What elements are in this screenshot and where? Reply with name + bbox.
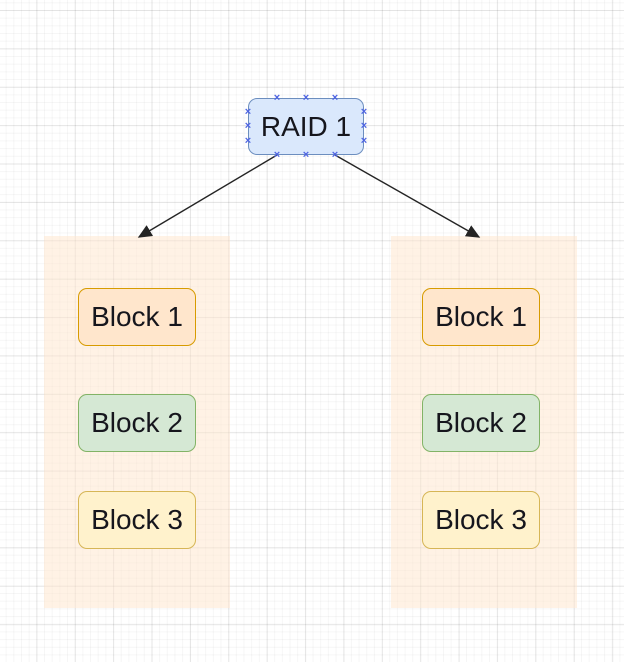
connection-point-icon[interactable]: ×: [273, 92, 281, 104]
connection-point-icon[interactable]: ×: [273, 149, 281, 161]
connection-point-icon[interactable]: ×: [244, 135, 252, 147]
connection-point-icon[interactable]: ×: [302, 92, 310, 104]
connection-point-icon[interactable]: ×: [360, 135, 368, 147]
connection-point-icon[interactable]: ×: [360, 120, 368, 132]
connection-point-icon[interactable]: ×: [244, 106, 252, 118]
arrow-raid-to-right-disk[interactable]: [334, 154, 481, 238]
connection-point-icon[interactable]: ×: [360, 106, 368, 118]
connection-point-icon[interactable]: ×: [331, 92, 339, 104]
connection-point-icon[interactable]: ×: [331, 149, 339, 161]
connection-point-icon[interactable]: ×: [244, 120, 252, 132]
arrow-raid-to-left-disk[interactable]: [137, 154, 278, 238]
connection-point-icon[interactable]: ×: [302, 149, 310, 161]
